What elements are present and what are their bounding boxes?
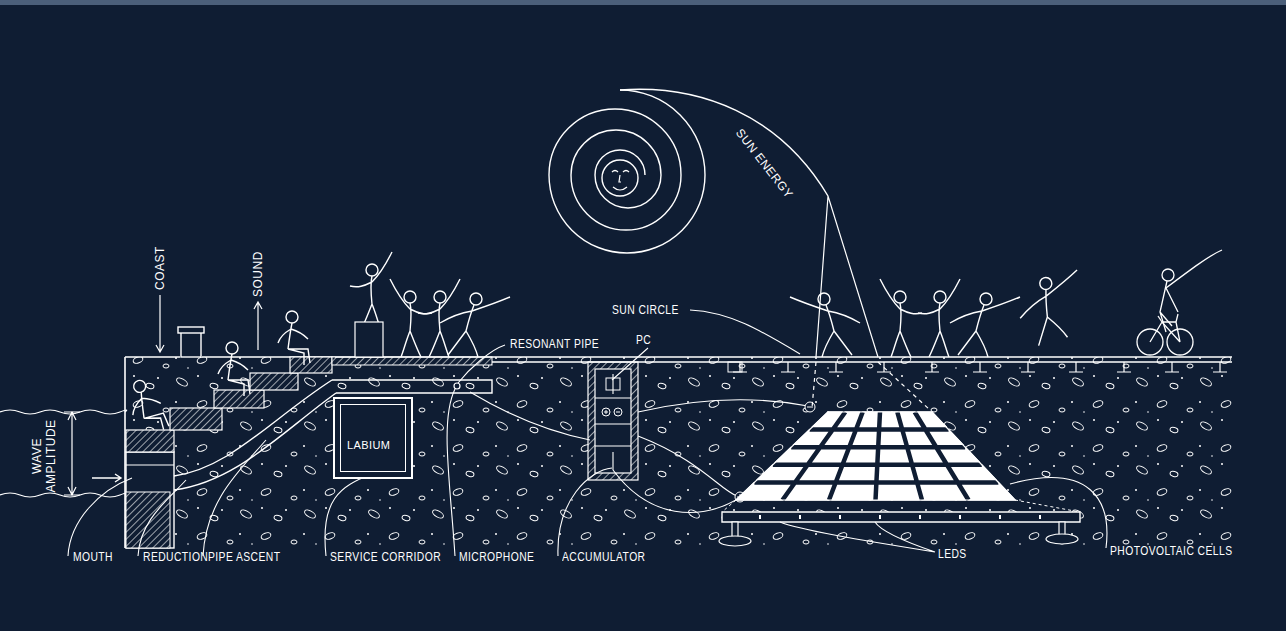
vent-cap xyxy=(178,327,204,333)
panel-base xyxy=(722,512,1080,522)
standing-figure xyxy=(918,279,960,357)
sun-circle-node xyxy=(728,362,742,372)
sitting-figure xyxy=(125,376,170,436)
sun-face xyxy=(602,160,638,196)
corridor-box: LABIUM xyxy=(333,397,413,479)
stair-block xyxy=(126,430,174,452)
sun-features xyxy=(612,171,629,191)
standing-figure xyxy=(880,279,922,357)
standing-figure xyxy=(350,252,392,330)
part-label: SOUND xyxy=(251,251,265,297)
sun-ray xyxy=(816,196,878,357)
panel-grid xyxy=(754,412,998,500)
stair-block xyxy=(170,408,222,430)
part-label: SERVICE CORRIDOR xyxy=(330,550,441,564)
part-label: SUN CIRCLE xyxy=(612,303,679,317)
part-label: LEDS xyxy=(938,547,967,561)
wave-line xyxy=(0,493,127,497)
standing-figure xyxy=(418,279,460,357)
stair-block xyxy=(290,357,332,373)
wave-line xyxy=(0,410,127,414)
part-label: COAST xyxy=(153,246,167,290)
mouth-line xyxy=(126,465,174,466)
part-label: PC xyxy=(636,333,651,347)
pedestal xyxy=(355,322,383,357)
part-label: SUN ENERGY xyxy=(733,126,796,201)
sitting-figure xyxy=(278,311,310,365)
stair-block xyxy=(214,390,264,408)
standing-figure xyxy=(390,279,432,357)
stair-block xyxy=(250,373,298,390)
part-label: MOUTH xyxy=(73,550,113,564)
leader-line xyxy=(690,310,800,354)
pipe-ascent xyxy=(174,380,336,490)
accumulator-box xyxy=(595,369,631,473)
ground-fill xyxy=(125,357,1232,548)
part-label: PHOTOVOLTAIC CELLS xyxy=(1110,544,1232,558)
part-label: WAVE AMPLITUDE xyxy=(30,418,58,494)
inflow-arrow xyxy=(92,474,121,482)
dancing-figure xyxy=(440,293,510,357)
part-label: PIPE ASCENT xyxy=(208,550,280,564)
photovoltaic-panel xyxy=(736,412,1015,500)
terminal-minus xyxy=(805,402,815,412)
dimension-line xyxy=(64,412,80,495)
coast-arrow xyxy=(156,295,164,352)
panel-outline xyxy=(736,412,1015,500)
sun-energy-arc xyxy=(620,89,828,196)
leader-line xyxy=(68,345,1107,556)
pipe-slab xyxy=(332,357,492,365)
sun-ray-dashed xyxy=(812,362,930,410)
panel-foot xyxy=(1046,534,1078,544)
resonant-pipe xyxy=(332,380,492,393)
panel-foot xyxy=(719,536,751,546)
sun-spiral xyxy=(549,90,705,253)
part-label: RESONANT PIPE xyxy=(510,337,599,351)
dancing-figure xyxy=(790,293,860,357)
vent-chimney xyxy=(181,332,201,357)
part-label: LABIUM xyxy=(347,439,390,452)
led-marks xyxy=(760,515,1040,519)
part-label: ACCUMULATOR xyxy=(562,550,645,564)
sea-strip xyxy=(0,0,1286,5)
sound-arrow xyxy=(254,302,262,350)
microphone-symbol xyxy=(454,383,460,389)
deck-posts xyxy=(733,362,1227,372)
dancing-figure xyxy=(1010,266,1098,350)
sitting-figure xyxy=(218,342,250,396)
dancing-figure xyxy=(950,293,1020,357)
reduction-block xyxy=(126,492,170,548)
minus-sign xyxy=(807,407,813,408)
panel-edge xyxy=(722,500,1080,512)
cyclist xyxy=(1137,250,1222,355)
part-label: REDUCTION xyxy=(143,550,208,564)
deck xyxy=(335,357,1232,362)
battery-signs xyxy=(604,410,620,414)
accumulator-shelves xyxy=(595,374,631,470)
part-label: MICROPHONE xyxy=(459,550,534,564)
